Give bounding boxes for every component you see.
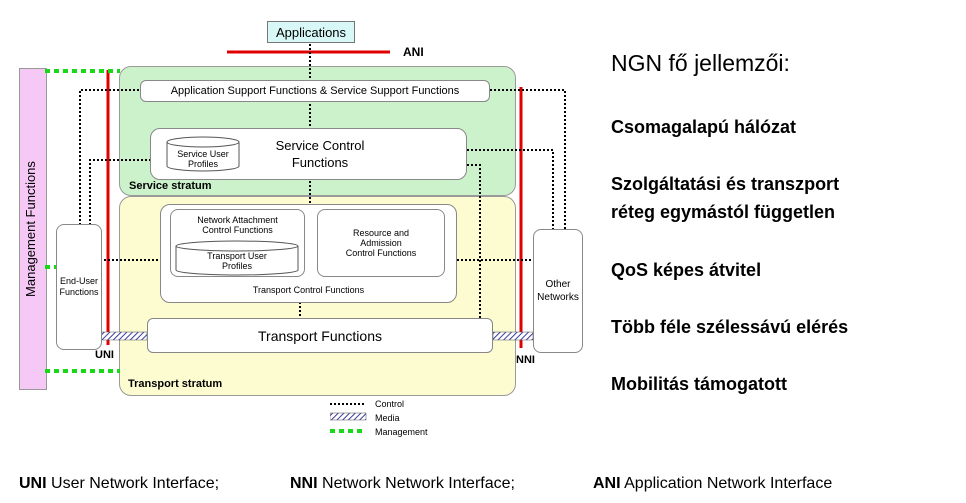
service-control-label: Service Control Functions [275, 138, 365, 170]
transport-functions-label: Transport Functions [258, 327, 382, 344]
nac-label: Network Attachment Control Functions [197, 215, 278, 235]
feature-item-1: Csomagalapú hálózat [611, 117, 797, 137]
racf-label: Resource and Admission Control Functions [345, 228, 417, 258]
footer-uni: UNI User Network Interface; [19, 475, 220, 492]
app-support-label: Application Support Functions & Service … [170, 85, 460, 97]
right-panel-title: NGN fő jellemzői: [611, 50, 790, 76]
transport-control-label: Transport Control Functions [252, 285, 365, 295]
footer-ani: ANI Application Network Interface [593, 475, 833, 492]
end-user-functions-box: End-User Functions [56, 224, 102, 350]
legend-control: Control [375, 399, 405, 409]
feature-item-5: Mobilitás támogatott [611, 374, 787, 394]
footer-nni: NNI Network Network Interface; [290, 475, 515, 492]
management-functions-box [19, 68, 47, 390]
applications-label: Applications [275, 24, 347, 40]
feature-item-4: Több féle szélessávú elérés [611, 317, 849, 337]
transport-user-profiles-cylinder [175, 240, 299, 276]
legend-management: Management [375, 427, 428, 437]
service-user-profiles-cylinder [166, 136, 240, 172]
racf-box [317, 209, 445, 277]
legend-swatches [330, 403, 367, 433]
transport-functions-box: Transport Functions [147, 318, 493, 353]
nni-label: NNI [516, 354, 535, 366]
transport-user-profiles-label: Transport User Profiles [207, 251, 267, 271]
applications-box: Applications [267, 21, 355, 43]
service-stratum-label: Service stratum [129, 180, 212, 192]
feature-item-3: QoS képes átvitel [611, 260, 762, 280]
ani-label: ANI [403, 45, 424, 59]
app-support-box: Application Support Functions & Service … [140, 80, 490, 102]
service-user-profiles-label: Service User Profiles [177, 149, 229, 169]
transport-stratum-label: Transport stratum [128, 378, 223, 390]
legend-media: Media [375, 413, 400, 423]
feature-item-2a: Szolgáltatási és transzport [611, 174, 840, 194]
feature-item-2b: réteg egymástól független [611, 202, 836, 222]
uni-label: UNI [95, 349, 114, 361]
other-networks-box: Other Networks [533, 229, 583, 353]
ngn-diagram: Management Functions [19, 21, 583, 437]
connection-lines [45, 44, 566, 373]
